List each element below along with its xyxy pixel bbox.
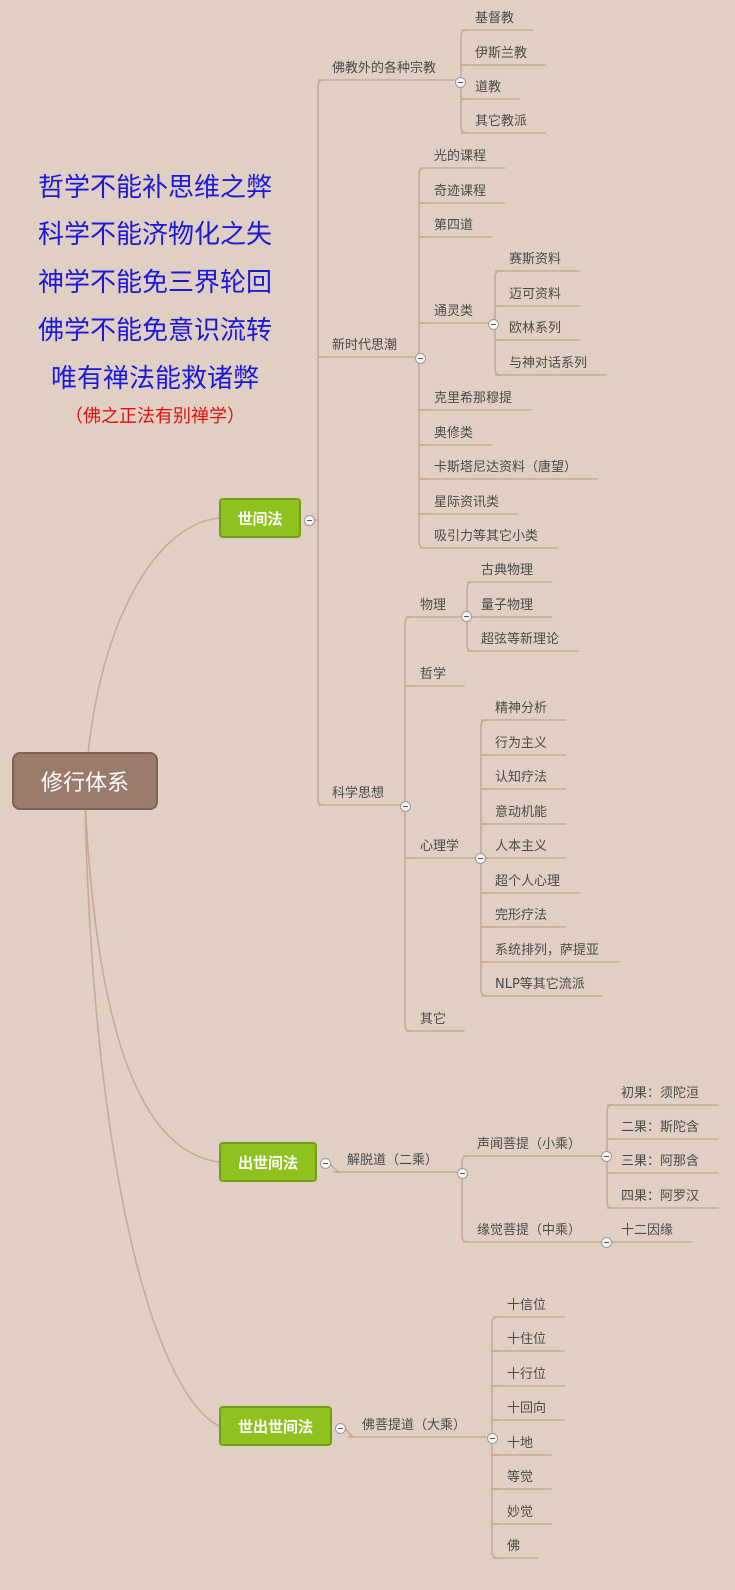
- toggle-shengwen[interactable]: [600, 1150, 612, 1162]
- node-liberation[interactable]: 解脱道（二乘）: [347, 1153, 439, 1168]
- node-newage-4[interactable]: 克里希那穆提: [434, 391, 513, 406]
- quote-line-1: 哲学不能补思维之弊: [37, 173, 272, 203]
- node-psych-1[interactable]: 行为主义: [495, 736, 548, 751]
- branch-shijian[interactable]: 世间法: [219, 498, 301, 538]
- toggle-liberation[interactable]: [456, 1167, 468, 1179]
- node-philosophy[interactable]: 哲学: [420, 667, 447, 682]
- node-newage-0[interactable]: 光的课程: [434, 149, 487, 164]
- toggle-shichushijian[interactable]: [334, 1422, 346, 1434]
- node-psych-2[interactable]: 认知疗法: [495, 770, 548, 785]
- branch-shichushijian[interactable]: 世出世间法: [219, 1406, 332, 1446]
- node-physics-1[interactable]: 量子物理: [481, 598, 534, 613]
- node-religion-1[interactable]: 伊斯兰教: [475, 46, 528, 61]
- toggle-religions[interactable]: [454, 76, 466, 88]
- node-psych-3[interactable]: 意动机能: [495, 805, 548, 820]
- node-psych-8[interactable]: NLP等其它流派: [495, 977, 585, 992]
- quote-line-4: 佛学不能免意识流转: [37, 316, 272, 346]
- branch-chushijian[interactable]: 出世间法: [219, 1142, 317, 1182]
- node-yuanjue[interactable]: 缘觉菩提（中乘）: [477, 1223, 582, 1238]
- node-guo-1[interactable]: 二果：斯陀含: [621, 1120, 700, 1135]
- node-bodhi-6[interactable]: 妙觉: [507, 1505, 534, 1520]
- node-yuanjue-0[interactable]: 十二因缘: [621, 1223, 674, 1238]
- quote-line-5: 唯有禅法能救诸弊: [50, 364, 259, 394]
- root-node[interactable]: 修行体系: [12, 752, 158, 810]
- toggle-bodhi[interactable]: [486, 1432, 498, 1444]
- toggle-newage[interactable]: [414, 352, 426, 364]
- node-newage-2[interactable]: 第四道: [434, 218, 474, 233]
- toggle-channel[interactable]: [487, 318, 499, 330]
- node-newage-3[interactable]: 通灵类: [434, 304, 474, 319]
- node-psych-4[interactable]: 人本主义: [495, 839, 548, 854]
- node-science-other[interactable]: 其它: [420, 1012, 447, 1027]
- node-physics[interactable]: 物理: [420, 598, 447, 613]
- node-bodhi[interactable]: 佛菩提道（大乘）: [362, 1418, 467, 1433]
- node-newage[interactable]: 新时代思潮: [332, 338, 398, 353]
- node-science[interactable]: 科学思想: [332, 786, 385, 801]
- node-guo-2[interactable]: 三果：阿那含: [621, 1154, 700, 1169]
- node-psych-7[interactable]: 系统排列，萨提亚: [495, 943, 600, 958]
- node-channel-0[interactable]: 赛斯资料: [509, 252, 562, 267]
- node-religion-0[interactable]: 基督教: [475, 11, 515, 26]
- node-newage-6[interactable]: 卡斯塔尼达资料（唐望）: [434, 460, 578, 475]
- quote-line-2: 科学不能济物化之失: [37, 220, 272, 250]
- node-psych-5[interactable]: 超个人心理: [495, 874, 561, 889]
- node-channel-1[interactable]: 迈可资料: [509, 287, 562, 302]
- node-bodhi-7[interactable]: 佛: [507, 1539, 521, 1554]
- node-guo-0[interactable]: 初果：须陀洹: [621, 1086, 700, 1101]
- node-bodhi-4[interactable]: 十地: [507, 1436, 534, 1451]
- node-bodhi-1[interactable]: 十住位: [507, 1332, 547, 1347]
- toggle-chushijian[interactable]: [319, 1157, 331, 1169]
- node-psych-6[interactable]: 完形疗法: [495, 908, 548, 923]
- quote-line-3: 神学不能免三界轮回: [37, 268, 272, 298]
- toggle-yuanjue[interactable]: [600, 1236, 612, 1248]
- node-newage-7[interactable]: 星际资讯类: [434, 495, 500, 510]
- node-newage-1[interactable]: 奇迹课程: [434, 184, 487, 199]
- node-psychology[interactable]: 心理学: [420, 839, 460, 854]
- node-bodhi-0[interactable]: 十信位: [507, 1298, 547, 1313]
- node-physics-2[interactable]: 超弦等新理论: [481, 632, 560, 647]
- node-religion-2[interactable]: 道教: [475, 80, 502, 95]
- node-newage-5[interactable]: 奥修类: [434, 426, 474, 441]
- toggle-physics[interactable]: [460, 610, 472, 622]
- node-religions[interactable]: 佛教外的各种宗教: [332, 61, 437, 76]
- node-bodhi-3[interactable]: 十回向: [507, 1401, 547, 1416]
- node-psych-0[interactable]: 精神分析: [495, 701, 548, 716]
- toggle-shijian[interactable]: [303, 514, 315, 526]
- node-physics-0[interactable]: 古典物理: [481, 563, 534, 578]
- node-guo-3[interactable]: 四果：阿罗汉: [621, 1189, 700, 1204]
- node-religion-3[interactable]: 其它教派: [475, 114, 528, 129]
- toggle-science[interactable]: [399, 800, 411, 812]
- node-newage-8[interactable]: 吸引力等其它小类: [434, 529, 539, 544]
- node-channel-3[interactable]: 与神对话系列: [509, 356, 588, 371]
- toggle-psychology[interactable]: [474, 852, 486, 864]
- node-bodhi-2[interactable]: 十行位: [507, 1367, 547, 1382]
- node-bodhi-5[interactable]: 等觉: [507, 1470, 534, 1485]
- note-text: （佛之正法有别禅学）: [65, 406, 245, 427]
- node-shengwen[interactable]: 声闻菩提（小乘）: [477, 1137, 582, 1152]
- node-channel-2[interactable]: 欧林系列: [509, 321, 562, 336]
